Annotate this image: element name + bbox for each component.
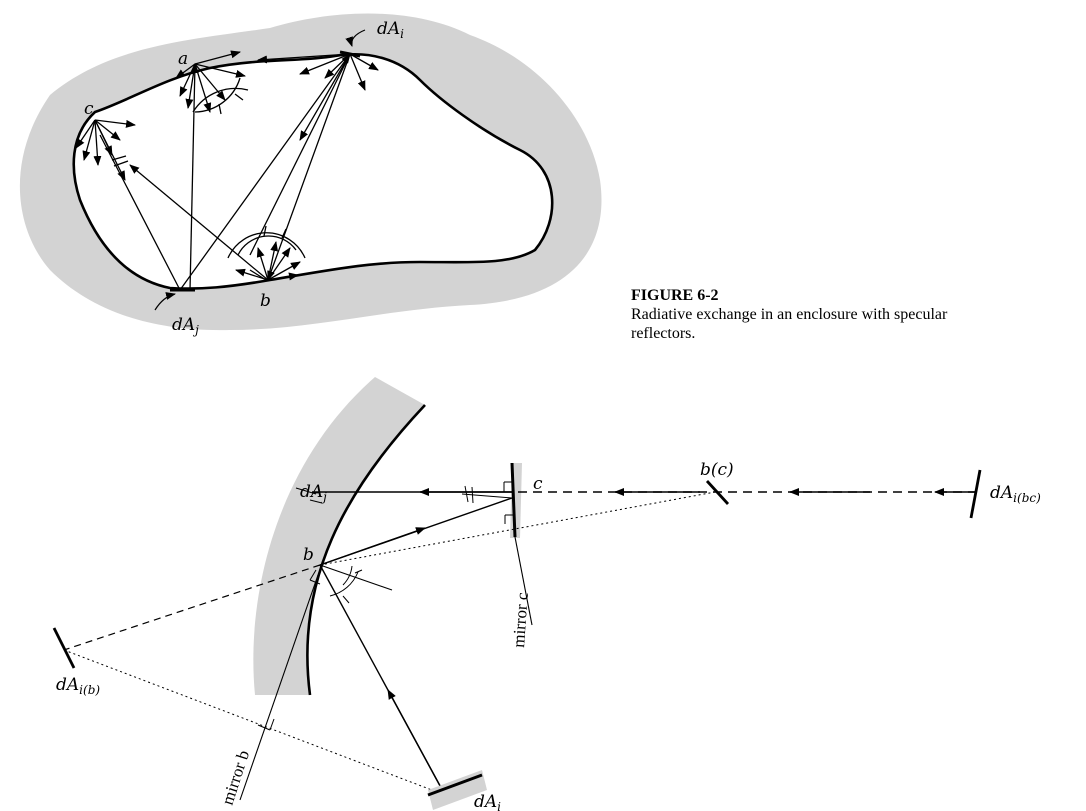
curved-wall-shading xyxy=(253,377,425,695)
dAi-element xyxy=(427,773,483,797)
label-dAj: dAj xyxy=(172,315,199,337)
figure-caption: FIGURE 6-2 Radiative exchange in an encl… xyxy=(631,287,948,342)
dotted-reflection-line xyxy=(319,491,716,566)
enclosure-transfer-rays xyxy=(99,53,379,291)
label-dAi-bottom: dAi xyxy=(474,792,501,811)
dAi-b-element xyxy=(52,627,76,669)
label-b-of-c: b(c) xyxy=(700,460,734,480)
dashed-image-ray-b xyxy=(63,564,321,651)
label-dAj-bottom: dAj xyxy=(300,482,327,504)
label-dAi-bc: dAi(bc) xyxy=(990,483,1041,505)
image-element-b-c xyxy=(705,480,730,505)
enclosure-diagram: a c b dAi dAj xyxy=(19,13,602,337)
point-a-rays xyxy=(175,50,249,115)
label-c-bottom: c xyxy=(533,474,543,494)
figure-number: FIGURE 6-2 xyxy=(631,287,719,304)
label-c: c xyxy=(84,99,94,119)
curved-wall xyxy=(306,404,426,696)
mirror-image-diagram: mirror c mirror b xyxy=(52,377,1041,811)
label-mirror-c: mirror c xyxy=(509,591,532,648)
mirror-c-line xyxy=(514,536,533,626)
label-dAi-b: dAi(b) xyxy=(56,675,100,697)
mirror-b-line xyxy=(239,574,319,801)
point-c-rays xyxy=(75,119,136,181)
label-b: b xyxy=(260,291,271,311)
label-dAi: dAi xyxy=(377,19,404,41)
caption-line-1: Radiative exchange in an enclosure with … xyxy=(631,306,948,323)
mirror-c-surface xyxy=(510,462,517,538)
dAi-surface-element xyxy=(339,50,361,58)
dAj-pointer xyxy=(154,292,176,311)
dAi-bc-element xyxy=(969,469,982,519)
caption-line-2: reflectors. xyxy=(631,325,695,342)
dAi-pointer xyxy=(345,29,366,47)
label-b-bottom: b xyxy=(303,545,314,565)
label-a: a xyxy=(178,49,188,69)
